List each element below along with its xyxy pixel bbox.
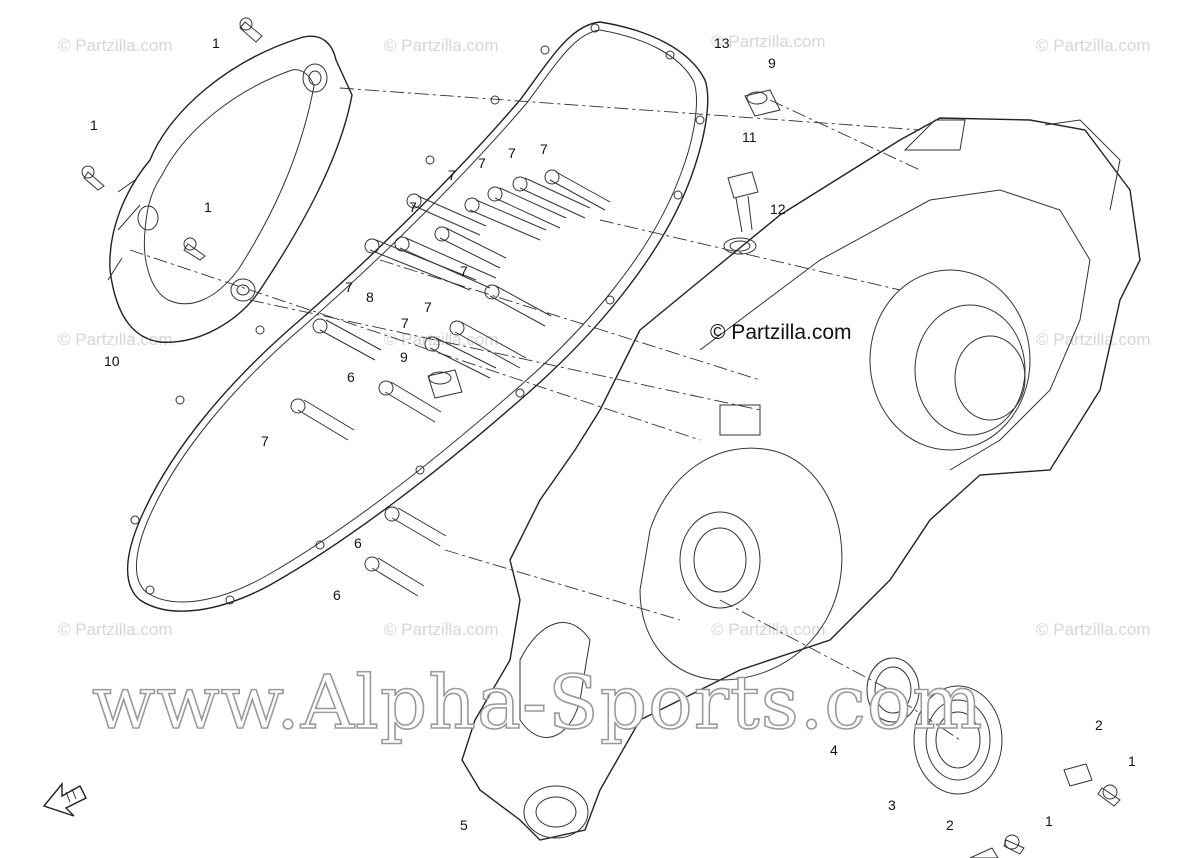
callout-7: 7 — [478, 155, 486, 171]
callout-9: 9 — [768, 55, 776, 71]
clutch-cover-part-10 — [107, 35, 353, 343]
watermark-partzilla: © Partzilla.com — [711, 32, 826, 51]
callout-2: 2 — [946, 817, 954, 833]
callout-1: 1 — [1045, 813, 1053, 829]
watermark-partzilla: © Partzilla.com — [711, 620, 826, 639]
watermark-partzilla: © Partzilla.com — [384, 36, 499, 55]
watermark-partzilla: © Partzilla.com — [384, 620, 499, 639]
crankcase-part-5 — [461, 117, 1141, 841]
callout-labels: 1 1 1 1 1 2 2 3 4 5 6 6 6 7 7 7 7 7 7 7 … — [90, 35, 1136, 833]
callout-8: 8 — [366, 289, 374, 305]
callout-7: 7 — [261, 433, 269, 449]
callout-1: 1 — [90, 117, 98, 133]
callout-7: 7 — [409, 199, 417, 215]
callout-2: 2 — [1095, 717, 1103, 733]
callout-7: 7 — [448, 167, 456, 183]
alpha-sports-watermark: www.Alpha-Sports.com — [91, 659, 984, 747]
leader-lines — [129, 87, 961, 741]
callout-4: 4 — [830, 742, 838, 758]
bolt-set — [81, 17, 1121, 858]
callout-11: 11 — [742, 129, 757, 145]
callout-7: 7 — [508, 145, 516, 161]
callout-13: 13 — [714, 35, 730, 51]
watermark-partzilla: © Partzilla.com — [1036, 620, 1151, 639]
callout-1: 1 — [204, 199, 212, 215]
callout-3: 3 — [888, 797, 896, 813]
callout-7: 7 — [401, 315, 409, 331]
callout-5: 5 — [460, 817, 468, 833]
callout-9: 9 — [400, 349, 408, 365]
callout-7: 7 — [460, 263, 468, 279]
callout-12: 12 — [770, 201, 786, 217]
callout-10: 10 — [104, 353, 120, 369]
watermark-partzilla: © Partzilla.com — [58, 36, 173, 55]
front-direction-arrow-icon — [42, 782, 87, 817]
callout-6: 6 — [347, 369, 355, 385]
gasket-part-13 — [126, 21, 709, 612]
callout-7: 7 — [424, 299, 432, 315]
watermark-partzilla: © Partzilla.com — [58, 620, 173, 639]
watermark-partzilla: © Partzilla.com — [58, 330, 173, 349]
partzilla-brand-label: © Partzilla.com — [710, 321, 852, 344]
watermark-partzilla: © Partzilla.com — [1036, 330, 1151, 349]
callout-6: 6 — [333, 587, 341, 603]
callout-7: 7 — [540, 141, 548, 157]
watermark-partzilla: © Partzilla.com — [384, 330, 499, 349]
callout-7: 7 — [345, 279, 353, 295]
callout-6: 6 — [354, 535, 362, 551]
watermark-partzilla: © Partzilla.com — [1036, 36, 1151, 55]
callout-1: 1 — [212, 35, 220, 51]
callout-1: 1 — [1128, 753, 1136, 769]
